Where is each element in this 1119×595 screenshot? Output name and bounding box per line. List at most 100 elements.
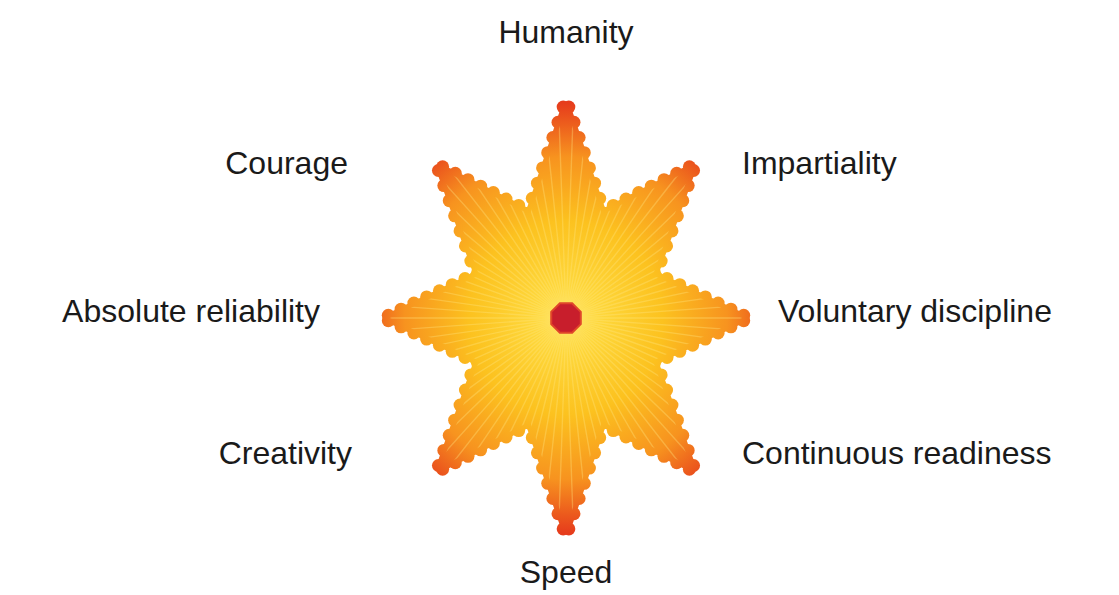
scallop [536, 161, 549, 174]
ray [566, 318, 711, 534]
scallop [699, 333, 712, 346]
ray [566, 212, 804, 318]
scallop [449, 456, 462, 469]
scallop [437, 444, 450, 457]
scallop [461, 450, 474, 463]
scallop [673, 345, 686, 358]
scallop [461, 173, 474, 186]
scallop [459, 239, 472, 252]
scallop [546, 492, 559, 505]
scallop [682, 179, 695, 192]
scallop [658, 450, 671, 463]
value-label: Continuous readiness [742, 435, 1052, 472]
ray [367, 318, 566, 485]
ray [566, 318, 740, 511]
ray [306, 317, 566, 318]
scallop [512, 424, 525, 437]
value-label: Impartiality [742, 145, 897, 182]
scallop [583, 161, 596, 174]
scallop [673, 278, 686, 291]
ray [309, 282, 566, 318]
scallop [619, 192, 632, 205]
scallop [670, 167, 683, 180]
scallop [724, 320, 737, 333]
ray [566, 318, 726, 523]
ray [309, 318, 566, 354]
scallop [395, 303, 408, 316]
ray [566, 113, 726, 318]
ray [392, 318, 566, 511]
ray [421, 102, 566, 318]
scallop [670, 456, 683, 469]
scallop [686, 284, 699, 297]
ray [566, 318, 646, 565]
scallop [619, 431, 632, 444]
scallop [552, 116, 565, 129]
scallop [443, 429, 456, 442]
scallop [573, 492, 586, 505]
value-label: Humanity [498, 14, 633, 51]
ray [322, 318, 566, 407]
scallop [683, 463, 696, 476]
scallop [583, 462, 596, 475]
scallop [567, 116, 580, 129]
ray [346, 318, 566, 456]
ray [557, 58, 566, 318]
scallop [567, 507, 580, 520]
ray [566, 318, 680, 552]
scallop [446, 278, 459, 291]
scallop [449, 167, 462, 180]
ray [566, 318, 629, 570]
scallop [437, 179, 450, 192]
scallop [682, 444, 695, 457]
ray [406, 318, 566, 523]
scallop [433, 339, 446, 352]
scallop [500, 431, 513, 444]
scallop [658, 173, 671, 186]
ray [469, 77, 566, 318]
ray [566, 318, 575, 578]
scallop [724, 303, 737, 316]
scallop [487, 186, 500, 199]
ray [316, 318, 566, 390]
ray [486, 71, 566, 318]
scallop [648, 266, 661, 279]
scallop [500, 192, 513, 205]
ray [367, 151, 566, 318]
scallop [546, 131, 559, 144]
scallop [541, 146, 554, 159]
ray [566, 196, 796, 318]
ray [379, 137, 566, 318]
scallop [454, 224, 467, 237]
value-label: Voluntary discipline [778, 293, 1052, 330]
ray [503, 66, 566, 318]
scallop [536, 462, 549, 475]
ray [566, 66, 629, 318]
ray [521, 62, 566, 318]
ray [392, 125, 566, 318]
star-centre [551, 303, 581, 333]
scallop [557, 522, 570, 535]
ray [336, 318, 566, 440]
ray [566, 125, 740, 318]
scallop [459, 384, 472, 397]
scallop [699, 290, 712, 303]
ray [328, 318, 566, 424]
scallop [552, 507, 565, 520]
scallop [687, 164, 700, 177]
ray [566, 229, 810, 318]
scallop [737, 314, 750, 327]
star-rays [306, 58, 826, 578]
ray [566, 151, 765, 318]
ray [307, 300, 566, 318]
scallop [432, 459, 445, 472]
ray [566, 318, 765, 485]
scallop [395, 320, 408, 333]
ray [566, 318, 753, 499]
scallop [665, 399, 678, 412]
ray [566, 318, 663, 559]
value-label: Courage [225, 145, 348, 182]
scallop [471, 357, 484, 370]
value-label: Absolute reliability [62, 293, 320, 330]
scallop [557, 101, 570, 114]
